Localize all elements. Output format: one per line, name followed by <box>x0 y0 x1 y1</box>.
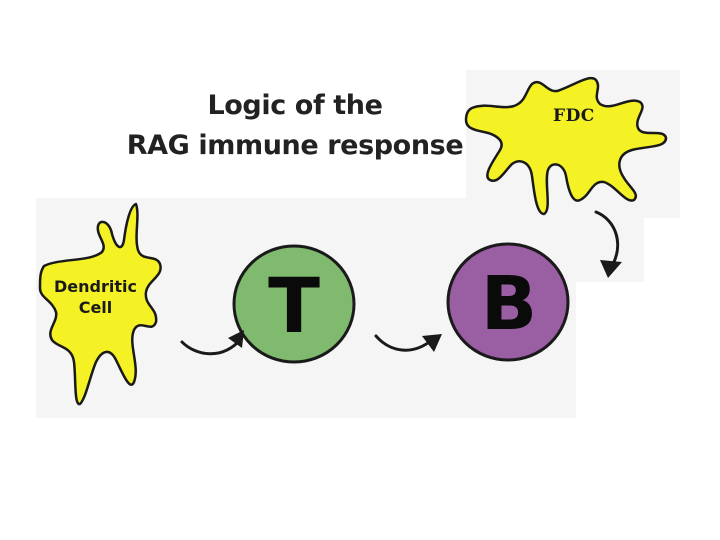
title-line-2: RAG immune response <box>126 130 464 161</box>
dendritic-cell-label: Dendritic Cell <box>54 276 137 318</box>
dendritic-cell-label-line-2: Cell <box>78 298 113 317</box>
dendritic-cell <box>38 202 162 406</box>
t-cell-label: T <box>268 261 320 350</box>
fdc-cell <box>464 76 668 216</box>
t-cell <box>232 244 356 364</box>
arrow-fdc-to-b <box>594 210 622 278</box>
arrow-t-to-b <box>374 334 442 352</box>
arrow-dendritic-to-t <box>180 330 244 356</box>
slide-title: Logic of the RAG immune response <box>110 86 480 166</box>
fdc-label: FDC <box>553 106 595 126</box>
b-cell-label: B <box>480 261 538 347</box>
b-cell <box>446 242 570 362</box>
dendritic-cell-label-line-1: Dendritic <box>54 277 137 296</box>
title-line-1: Logic of the <box>207 90 383 121</box>
